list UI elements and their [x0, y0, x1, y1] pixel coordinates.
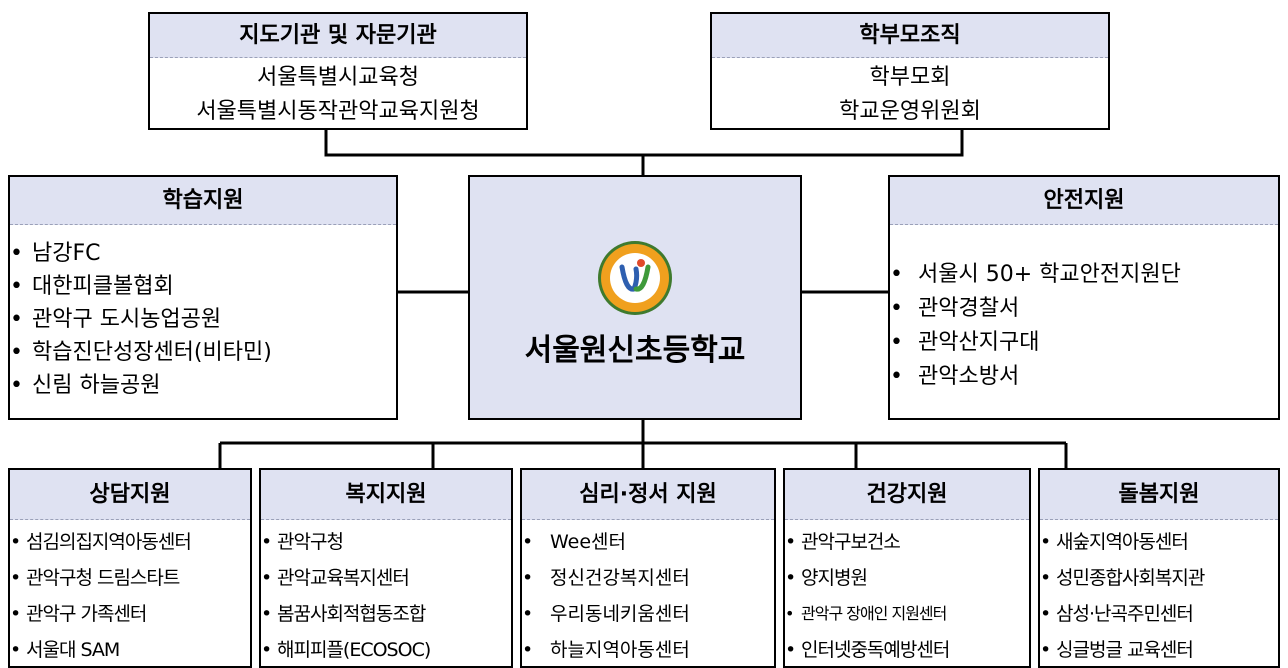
list-item: 성민종합사회복지관 [1040, 560, 1278, 596]
list-item: 관악구청 [261, 524, 511, 560]
list-item: 싱글벙글 교육센터 [1040, 632, 1278, 668]
list-item: 정신건강복지센터 [522, 560, 774, 596]
parents-box: 학부모조직 학부모회 학교운영위원회 [710, 12, 1110, 130]
health-list: 관악구보건소 양지병원 관악구 장애인 지원센터 인터넷중독예방센터 [785, 520, 1029, 668]
list-item: 관악구청 드림스타트 [10, 560, 250, 596]
parents-lines: 학부모회 학교운영위원회 [712, 58, 1108, 129]
learning-list: 남강FC 대한피클볼협회 관악구 도시농업공원 학습진단성장센터(비타민) 신림… [10, 225, 396, 402]
care-title: 돌봄지원 [1040, 470, 1278, 520]
list-item: 남강FC [10, 237, 396, 270]
psych-box: 심리·정서 지원 Wee센터 정신건강복지센터 우리동네키움센터 하늘지역아동센… [520, 468, 776, 668]
list-item: Wee센터 [522, 524, 774, 560]
counseling-list: 섬김의집지역아동센터 관악구청 드림스타트 관악구 가족센터 서울대 SAM [10, 520, 250, 668]
list-item: 학습진단성장센터(비타민) [10, 336, 396, 369]
list-item: 우리동네키움센터 [522, 596, 774, 632]
welfare-title: 복지지원 [261, 470, 511, 520]
list-item: 관악소방서 [890, 360, 1278, 394]
parents-line: 학부모회 [869, 65, 951, 90]
safety-list: 서울시 50+ 학교안전지원단 관악경찰서 관악산지구대 관악소방서 [890, 225, 1278, 394]
school-name: 서울원신초등학교 [524, 333, 746, 368]
care-box: 돌봄지원 새숲지역아동센터 성민종합사회복지관 삼성·난곡주민센터 싱글벙글 교… [1038, 468, 1280, 668]
guidance-line: 서울특별시교육청 [257, 65, 419, 90]
list-item: 삼성·난곡주민센터 [1040, 596, 1278, 632]
list-item: 인터넷중독예방센터 [785, 632, 1029, 668]
list-item: 관악구 가족센터 [10, 596, 250, 632]
list-item: 양지병원 [785, 560, 1029, 596]
psych-title: 심리·정서 지원 [522, 470, 774, 520]
list-item: 관악산지구대 [890, 326, 1278, 360]
parents-line: 학교운영위원회 [839, 99, 981, 124]
list-item: 대한피클볼협회 [10, 270, 396, 303]
list-item: 서울시 50+ 학교안전지원단 [890, 258, 1278, 292]
list-item: 관악구보건소 [785, 524, 1029, 560]
guidance-line: 서울특별시동작관악교육지원청 [196, 99, 480, 124]
list-item: 섬김의집지역아동센터 [10, 524, 250, 560]
safety-title: 안전지원 [890, 177, 1278, 225]
counseling-box: 상담지원 섬김의집지역아동센터 관악구청 드림스타트 관악구 가족센터 서울대 … [8, 468, 252, 668]
list-item: 관악교육복지센터 [261, 560, 511, 596]
school-box: 서울원신초등학교 [468, 175, 802, 420]
psych-list: Wee센터 정신건강복지센터 우리동네키움센터 하늘지역아동센터 [522, 520, 774, 668]
guidance-lines: 서울특별시교육청 서울특별시동작관악교육지원청 [150, 58, 526, 129]
welfare-list: 관악구청 관악교육복지센터 봄꿈사회적협동조합 해피피플(ECOSOC) [261, 520, 511, 668]
health-title: 건강지원 [785, 470, 1029, 520]
counseling-title: 상담지원 [10, 470, 250, 520]
guidance-box: 지도기관 및 자문기관 서울특별시교육청 서울특별시동작관악교육지원청 [148, 12, 528, 130]
welfare-box: 복지지원 관악구청 관악교육복지센터 봄꿈사회적협동조합 해피피플(ECOSOC… [259, 468, 513, 668]
parents-title: 학부모조직 [712, 14, 1108, 58]
list-item: 하늘지역아동센터 [522, 632, 774, 668]
care-list: 새숲지역아동센터 성민종합사회복지관 삼성·난곡주민센터 싱글벙글 교육센터 [1040, 520, 1278, 668]
list-item: 관악구 도시농업공원 [10, 303, 396, 336]
list-item: 신림 하늘공원 [10, 369, 396, 402]
list-item: 관악경찰서 [890, 292, 1278, 326]
safety-box: 안전지원 서울시 50+ 학교안전지원단 관악경찰서 관악산지구대 관악소방서 [888, 175, 1280, 420]
list-item: 해피피플(ECOSOC) [261, 632, 511, 668]
school-emblem-icon [596, 239, 674, 317]
list-item: 관악구 장애인 지원센터 [785, 596, 1029, 632]
list-item: 새숲지역아동센터 [1040, 524, 1278, 560]
learning-title: 학습지원 [10, 177, 396, 225]
list-item: 봄꿈사회적협동조합 [261, 596, 511, 632]
guidance-title: 지도기관 및 자문기관 [150, 14, 526, 58]
health-box: 건강지원 관악구보건소 양지병원 관악구 장애인 지원센터 인터넷중독예방센터 [783, 468, 1031, 668]
list-item: 서울대 SAM [10, 632, 250, 668]
learning-box: 학습지원 남강FC 대한피클볼협회 관악구 도시농업공원 학습진단성장센터(비타… [8, 175, 398, 420]
